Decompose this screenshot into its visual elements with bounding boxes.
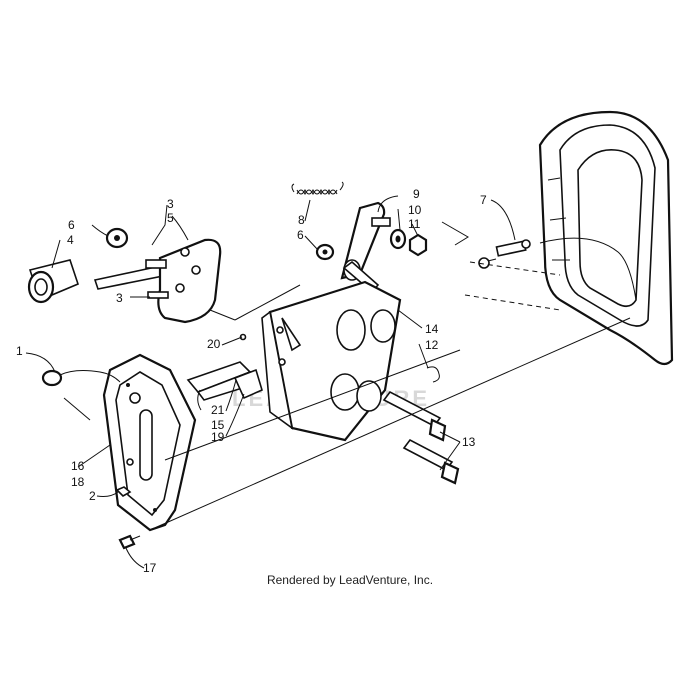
callout-21: 21	[211, 403, 225, 417]
button	[41, 369, 121, 387]
callout-13: 13	[462, 435, 476, 449]
lever-plate	[93, 238, 222, 324]
bolt-upper	[382, 390, 447, 442]
callout-12: 12	[425, 338, 439, 352]
callout-9: 9	[413, 187, 420, 201]
back-plate	[102, 353, 197, 532]
washer-10	[389, 228, 407, 250]
callout-6-mid: 6	[297, 228, 304, 242]
callout-14: 14	[425, 322, 439, 336]
callout-17: 17	[143, 561, 157, 575]
footer-credit: Rendered by LeadVenture, Inc.	[267, 573, 433, 587]
callout-3-bottom: 3	[116, 291, 123, 305]
callout-4: 4	[67, 233, 74, 247]
clip	[426, 366, 440, 383]
callout-8: 8	[298, 213, 305, 227]
hood-shroud	[538, 110, 674, 366]
callout-16: 16	[71, 459, 85, 473]
throttle-cable	[478, 237, 637, 301]
nut-11	[408, 233, 428, 257]
callout-15: 15	[211, 418, 225, 432]
spring	[291, 181, 344, 196]
callout-11: 11	[408, 217, 421, 231]
switch-assembly	[186, 361, 263, 401]
callout-19: 19	[211, 430, 225, 444]
lever-arm	[340, 201, 391, 294]
screw-20	[239, 333, 247, 341]
knob	[27, 259, 79, 304]
callout-2: 2	[89, 489, 96, 503]
leader-lines	[25, 195, 516, 569]
callout-3-top: 3	[167, 197, 174, 211]
callout-5: 5	[167, 211, 174, 225]
callout-20: 20	[207, 337, 221, 351]
bracket	[261, 280, 402, 442]
nut-left	[105, 227, 129, 249]
bolt-lower	[402, 438, 460, 485]
alignment-lines	[63, 221, 631, 531]
callout-7: 7	[480, 193, 487, 207]
callout-18: 18	[71, 475, 85, 489]
callout-10: 10	[408, 203, 422, 217]
callouts: 1 2 3 3 4 5 6 6 7 8 9 10 11 12 13 14 15 …	[16, 187, 487, 575]
callout-1: 1	[16, 344, 23, 358]
screw-17	[118, 534, 141, 550]
screw-18	[115, 486, 132, 497]
callout-6-left: 6	[68, 218, 75, 232]
nut-mid	[315, 243, 335, 261]
